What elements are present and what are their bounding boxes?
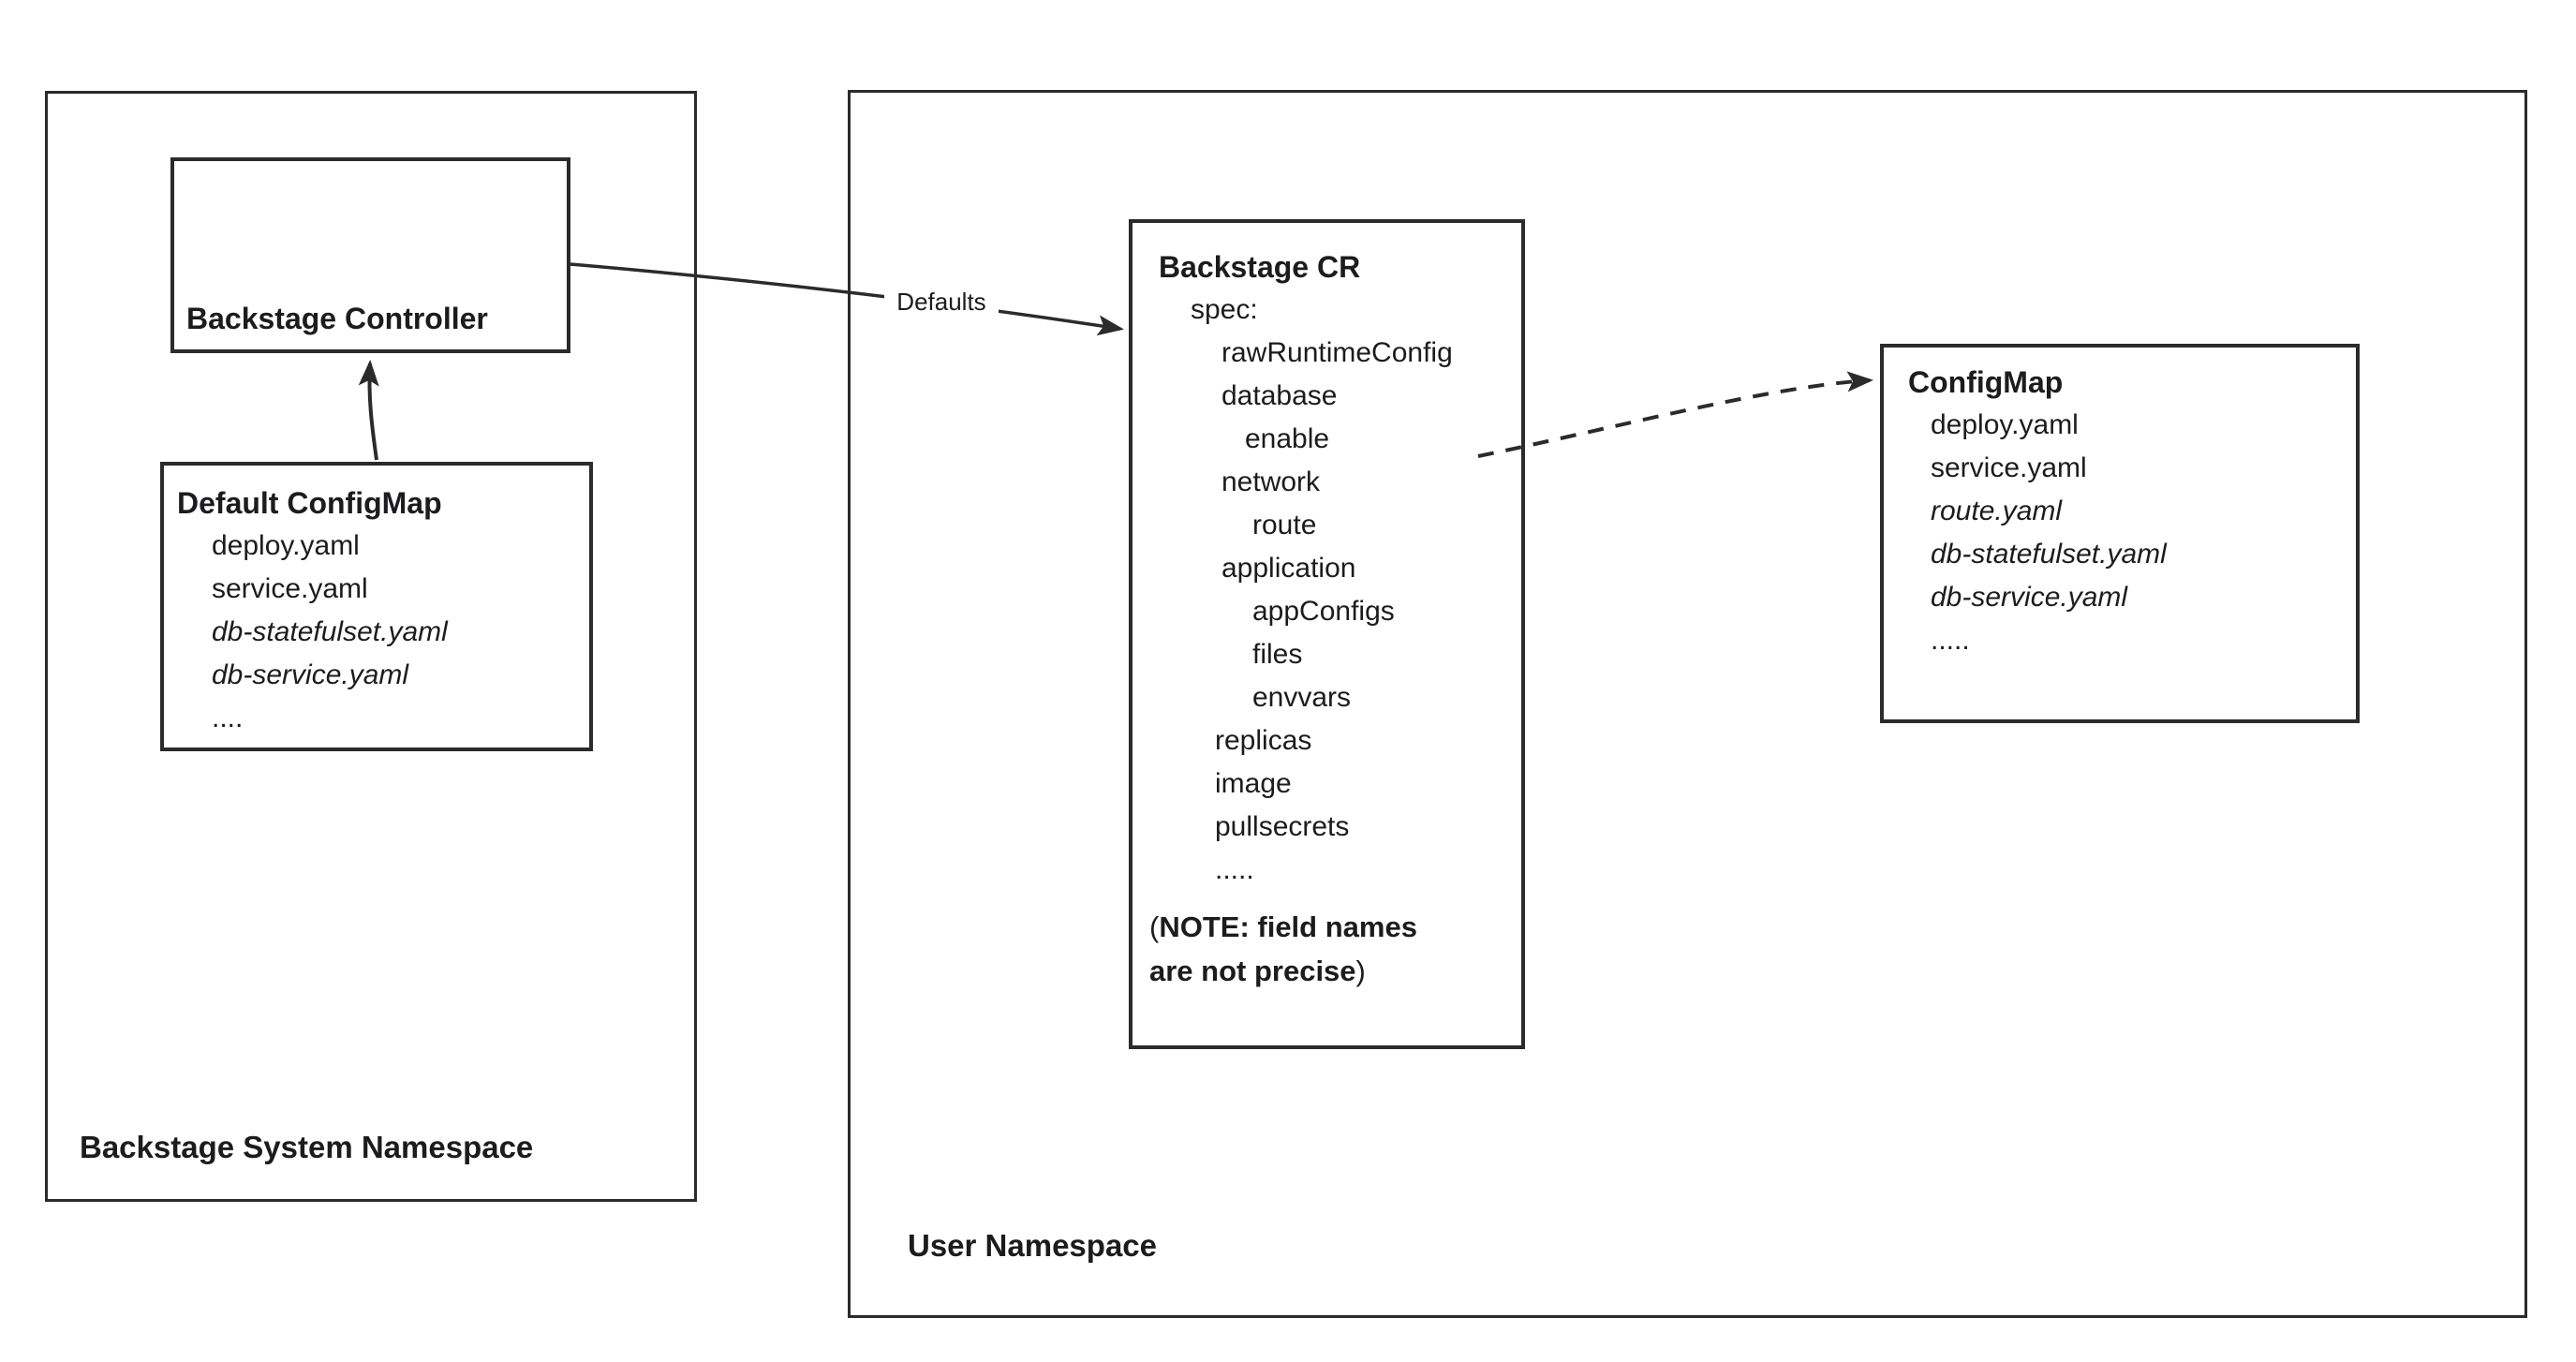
configmap-item: service.yaml [1931,452,2087,483]
cr-field: envvars [1252,682,1352,713]
configmap-title: ConfigMap [1908,365,2064,399]
default-configmap-box: Default ConfigMap deploy.yaml service.ya… [160,462,593,751]
cr-field: network [1221,466,1321,497]
backstage-controller-title: Backstage Controller [186,302,488,335]
cr-note-close-paren: ) [1355,955,1366,987]
backstage-controller-box: Backstage Controller [170,157,570,353]
backstage-cr-box: Backstage CR spec: rawRuntimeConfig data… [1129,219,1525,1049]
default-configmap-item: deploy.yaml [212,530,360,561]
configmap-item: deploy.yaml [1931,409,2079,440]
backstage-system-namespace-box [45,91,697,1202]
configmap-item: route.yaml [1931,496,2063,526]
cr-field: ..... [1215,854,1254,885]
cr-field: rawRuntimeConfig [1221,337,1453,368]
backstage-system-namespace-label: Backstage System Namespace [80,1130,534,1164]
user-namespace-box [848,90,2527,1318]
cr-note: (NOTE: field names are not precise) [1133,905,1521,993]
cr-field: replicas [1215,725,1312,756]
cr-note-line1: NOTE: field names [1159,910,1417,943]
configmap-item: db-statefulset.yaml [1931,539,2167,570]
default-configmap-item: db-statefulset.yaml [212,616,448,647]
cr-note-line2: are not precise [1149,955,1356,987]
cr-note-open-paren: ( [1149,910,1160,943]
default-configmap-title: Default ConfigMap [177,486,442,520]
cr-field: database [1221,380,1338,411]
default-configmap-item: service.yaml [212,573,368,604]
cr-field: files [1252,639,1303,670]
cr-field: application [1221,553,1356,584]
cr-field: image [1215,768,1292,799]
configmap-item: ..... [1931,625,1970,656]
configmap-box: ConfigMap deploy.yaml service.yaml route… [1880,344,2360,723]
cr-field: pullsecrets [1215,811,1350,842]
cr-field: enable [1245,423,1330,454]
cr-field: spec: [1191,294,1258,325]
backstage-cr-title: Backstage CR [1159,250,1361,284]
cr-field: appConfigs [1252,596,1395,627]
user-namespace-label: User Namespace [908,1228,1157,1263]
default-configmap-item: db-service.yaml [212,659,409,690]
cr-field: route [1252,510,1317,540]
default-configmap-item: .... [212,703,244,733]
configmap-item: db-service.yaml [1931,582,2128,613]
